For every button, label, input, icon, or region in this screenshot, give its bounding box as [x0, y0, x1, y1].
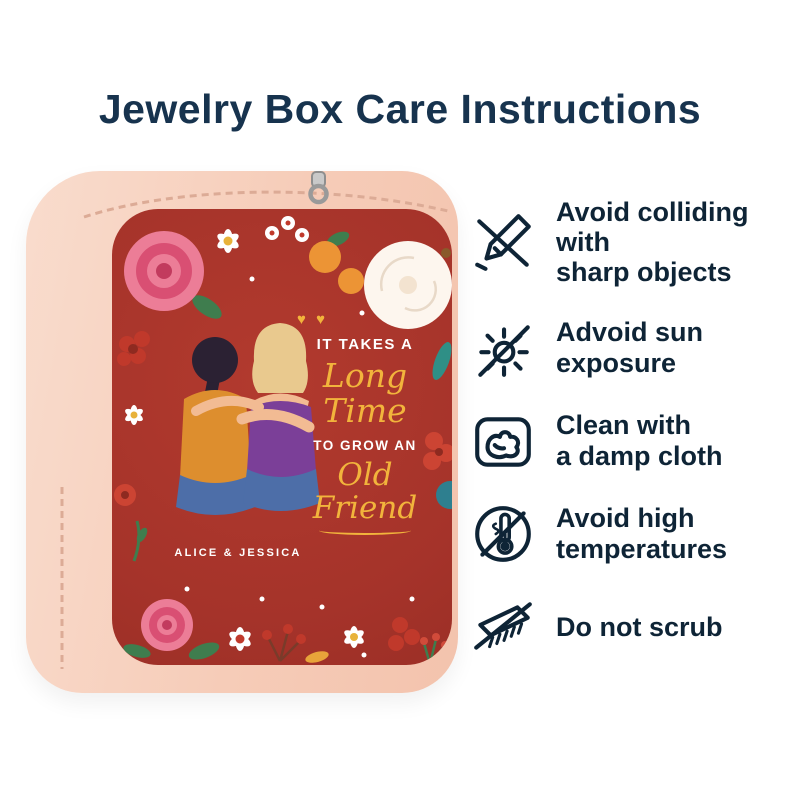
content-area: ♥ ♥ IT TAKES A Long Time TO GROW AN Old … [0, 171, 800, 693]
damp-cloth-icon [475, 416, 531, 467]
personalized-names-label: ALICE & JESSICA [174, 547, 302, 559]
no-sun-exposure-icon [478, 325, 530, 377]
no-scrub-icon [474, 601, 532, 650]
jewelry-box-image: ♥ ♥ IT TAKES A Long Time TO GROW AN Old … [26, 171, 458, 693]
floral-illustration [114, 216, 452, 665]
hearts-icon: ♥ ♥ [297, 311, 328, 328]
zipper-pull-icon [308, 171, 329, 205]
box-quote: ♥ ♥ IT TAKES A Long Time TO GROW AN Old … [285, 311, 445, 536]
no-sharp-objects-icon [475, 214, 531, 272]
instruction-sun-exposure: Advoid sun exposure [470, 315, 800, 381]
women-figures [176, 323, 320, 515]
instruction-sharp-objects: Avoid colliding with sharp objects [470, 197, 800, 288]
box-front-panel: ♥ ♥ IT TAKES A Long Time TO GROW AN Old … [112, 209, 452, 665]
instruction-high-temperature: Avoid high temperatures [470, 501, 800, 567]
quote-flourish [319, 526, 411, 536]
no-high-temperature-icon [475, 505, 531, 562]
instruction-damp-cloth: Clean with a damp cloth [470, 408, 800, 474]
page-title: Jewelry Box Care Instructions [98, 86, 702, 132]
instruction-text: Advoid sun exposure [556, 317, 703, 378]
instruction-do-not-scrub: Do not scrub [470, 594, 800, 660]
zipper-decor [60, 171, 449, 669]
instruction-text: Avoid colliding with sharp objects [556, 197, 749, 288]
instruction-text: Avoid high temperatures [556, 503, 728, 564]
instruction-text: Do not scrub [556, 611, 723, 642]
care-instructions-list: Avoid colliding with sharp objects Advoi… [470, 171, 800, 693]
quote-line-2: Long Time [322, 356, 408, 430]
quote-line-4: Old Friend [312, 457, 418, 526]
quote-line-1: IT TAKES A [316, 336, 414, 353]
quote-line-3: TO GROW AN [313, 438, 417, 454]
instruction-text: Clean with a damp cloth [556, 410, 723, 471]
